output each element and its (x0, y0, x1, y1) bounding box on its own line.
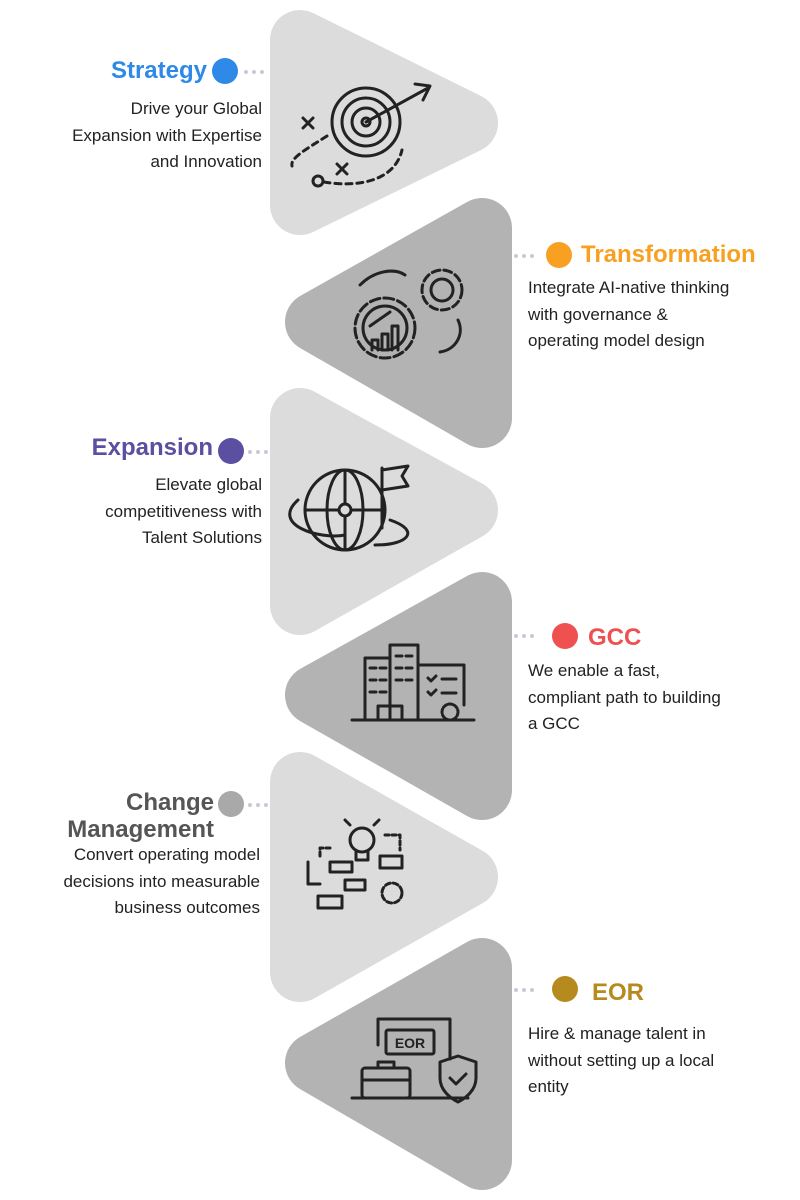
expansion-connector (248, 450, 268, 454)
eor-description: Hire & manage talent in without setting … (528, 1021, 714, 1101)
triangle-gcc (285, 572, 512, 820)
eor-icon-label: EOR (395, 1035, 425, 1051)
strategy-dot (212, 58, 238, 84)
transformation-connector (514, 254, 534, 258)
description-line: compliant path to building (528, 687, 721, 707)
triangle-change-management (270, 752, 498, 1002)
strategy-description: Drive your Global Expansion with Experti… (72, 96, 262, 176)
title-line: Management (67, 816, 214, 843)
description-line: We enable a fast, (528, 661, 660, 680)
description-line: Convert operating model (73, 845, 260, 864)
gcc-title: GCC (588, 624, 642, 651)
description-line: operating model design (528, 331, 705, 350)
lightbulb-process-icon (306, 818, 404, 910)
change-management-title: Change (126, 789, 214, 816)
description-line: competitiveness with (105, 501, 262, 521)
office-building-icon (350, 643, 476, 722)
change-management-dot (218, 791, 244, 817)
expansion-title: Expansion (91, 434, 213, 461)
transformation-dot (546, 242, 572, 268)
transformation-description: Integrate AI-native thinking with govern… (528, 275, 729, 355)
gcc-description: We enable a fast, compliant path to buil… (528, 658, 721, 738)
description-line: Integrate AI-native thinking (528, 278, 730, 297)
change-management-connector (248, 803, 268, 807)
title-line: Change (125, 789, 214, 816)
eor-connector (514, 988, 534, 992)
description-line: decisions into measurable (63, 871, 260, 891)
gears-transformation-icon (353, 268, 464, 360)
description-line: and Innovation (150, 152, 262, 171)
expansion-dot (218, 438, 244, 464)
description-line: Elevate global (155, 475, 262, 494)
gcc-connector (514, 634, 534, 638)
triangle-strategy (270, 10, 498, 235)
expansion-description: Elevate global competitiveness with Tale… (105, 472, 262, 552)
description-line: Drive your Global (130, 99, 262, 118)
gcc-dot (552, 623, 578, 649)
target-strategy-icon (290, 82, 432, 188)
description-line: Talent Solutions (141, 528, 262, 547)
transformation-title: Transformation (581, 241, 756, 268)
triangle-eor (285, 938, 512, 1190)
change-management-title-line2: Management (67, 816, 214, 843)
description-line: entity (528, 1077, 569, 1096)
strategy-title: Strategy (110, 57, 207, 84)
description-line: business outcomes (114, 898, 260, 917)
description-line: Expansion with Expertise (72, 125, 262, 145)
description-line: Hire & manage talent in (528, 1024, 706, 1043)
strategy-connector (244, 70, 264, 74)
triangle-transformation (285, 198, 512, 448)
description-line: a GCC (528, 714, 580, 733)
description-line: without setting up a local (528, 1050, 715, 1070)
eor-briefcase-shield-icon (350, 1017, 478, 1104)
description-line: with governance & (528, 304, 668, 324)
eor-title: EOR (592, 979, 645, 1006)
change-management-description: Convert operating model decisions into m… (63, 842, 260, 922)
globe-flag-icon (288, 464, 410, 552)
eor-dot (552, 976, 578, 1002)
